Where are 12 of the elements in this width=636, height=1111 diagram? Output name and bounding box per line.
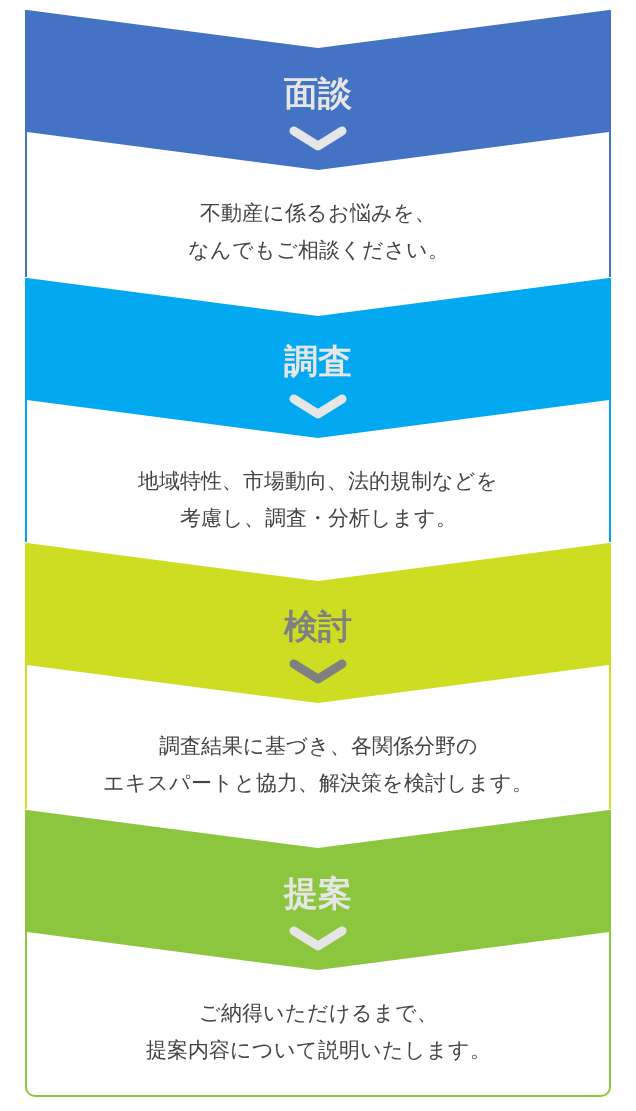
step-card xyxy=(25,810,611,1097)
step-title: 面談 xyxy=(284,73,352,113)
step-description: 不動産に係るお悩みを、なんでもご相談ください。 xyxy=(187,200,449,264)
step-card xyxy=(25,10,611,277)
step-card xyxy=(25,278,611,542)
step-title: 検討 xyxy=(284,606,352,646)
step-description: 地域特性、市場動向、法的規制などを考慮し、調査・分析します。 xyxy=(138,468,498,532)
step-description: ご納得いただけるまで、提案内容について説明いたします。 xyxy=(145,1000,491,1064)
step-card xyxy=(25,543,611,809)
step-description: 調査結果に基づき、各関係分野のエキスパートと協力、解決策を検討します。 xyxy=(103,733,533,797)
step-title: 提案 xyxy=(284,873,352,913)
step-title: 調査 xyxy=(284,341,352,381)
